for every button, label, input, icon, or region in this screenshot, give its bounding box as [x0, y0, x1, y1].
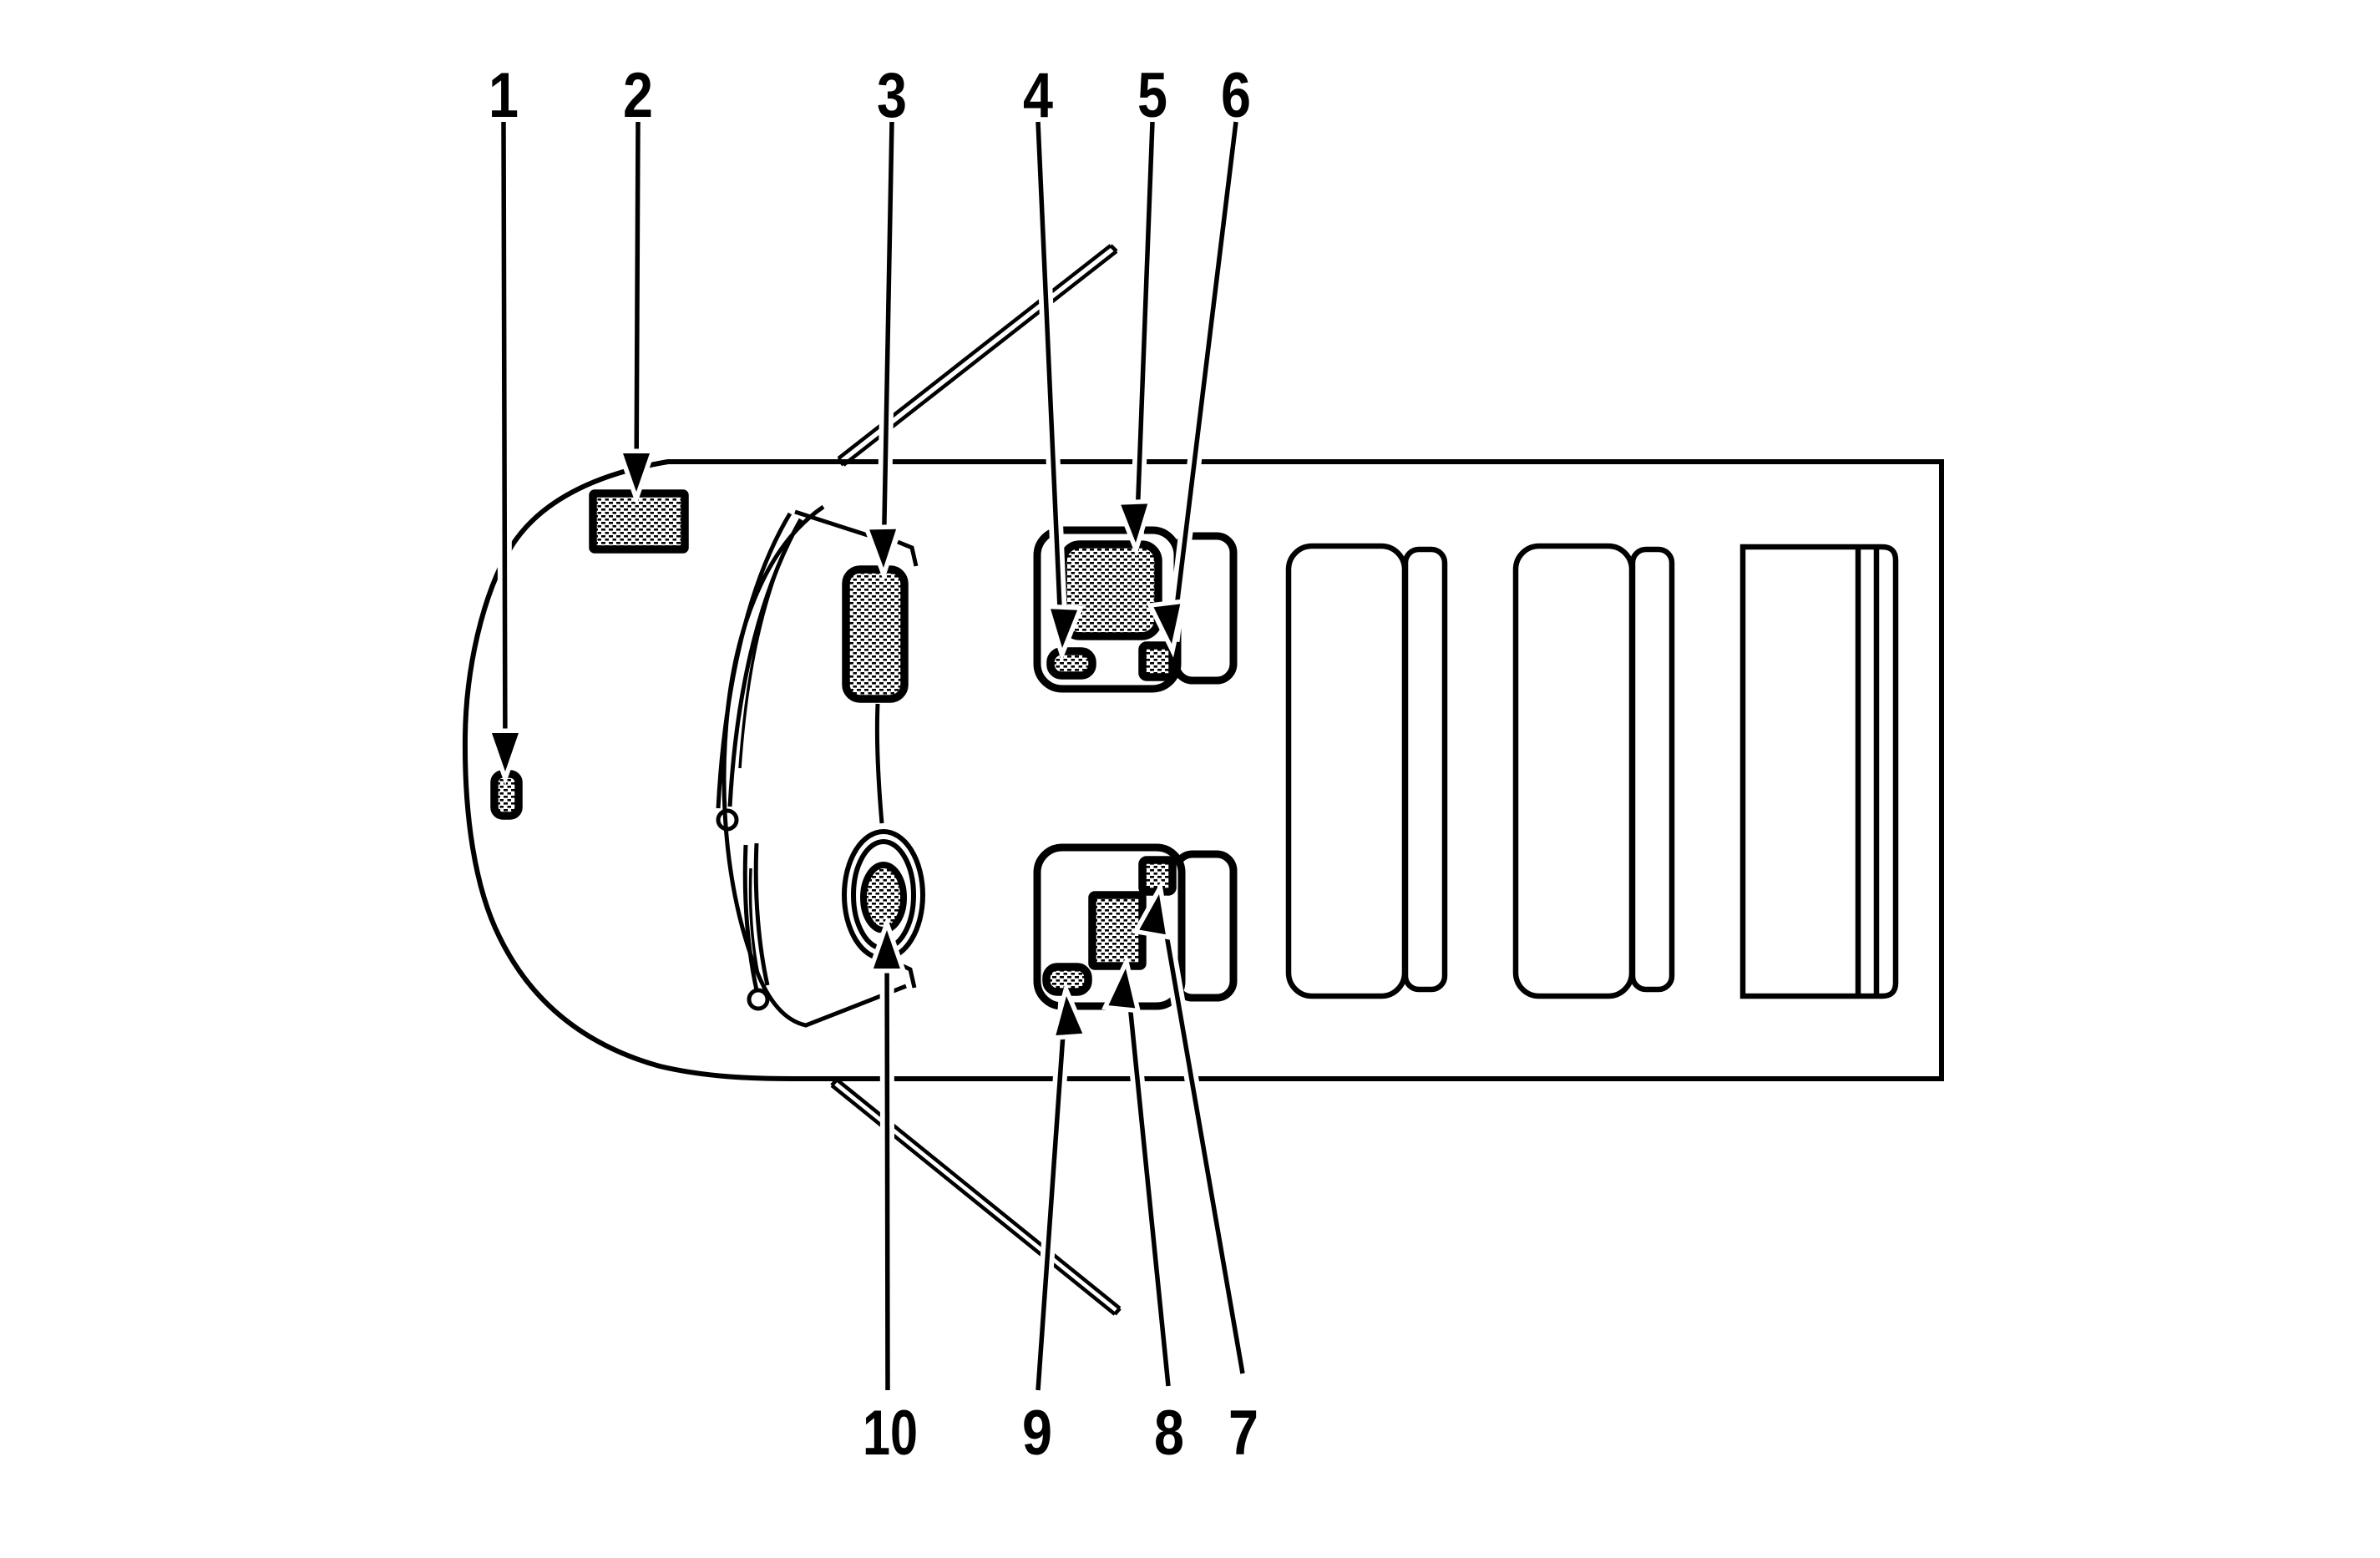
arrowhead-2: [616, 448, 656, 506]
component-4-marker: [1046, 647, 1096, 680]
third-row-bench: [1512, 543, 1675, 999]
component-7-marker: [1138, 856, 1177, 896]
arrowhead-10: [867, 916, 907, 974]
arrowhead-1: [485, 728, 525, 786]
callout-label-2: 2: [623, 60, 653, 131]
callout-labels-bottom: 10 9 8 7: [863, 1398, 1258, 1469]
leader-1: [501, 121, 508, 770]
leader-arrowheads: [485, 448, 1187, 1041]
arrowhead-5: [1114, 498, 1154, 557]
arrowhead-6: [1147, 598, 1187, 658]
windshield-curve: [722, 504, 907, 1028]
leader-2: [634, 121, 641, 490]
arrowhead-9: [1050, 982, 1090, 1041]
leader-10: [884, 932, 890, 1391]
leader-5: [1134, 121, 1155, 541]
wiper-blade-upper: [716, 512, 803, 832]
wiper-blade-lower: [742, 842, 770, 1011]
callout-labels-top: 1 2 3 4 5 6: [489, 60, 1251, 131]
leader-6: [1170, 121, 1238, 642]
callout-label-6: 6: [1221, 60, 1251, 131]
component-6-marker: [1138, 641, 1177, 681]
windshield-and-wipers: [716, 504, 919, 1028]
component-2-marker: [589, 489, 689, 554]
callout-label-10: 10: [863, 1398, 918, 1469]
arrowhead-3: [863, 524, 903, 582]
leader-lines: [501, 121, 1245, 1391]
component-3-marker: [842, 565, 909, 703]
callout-label-1: 1: [489, 60, 519, 131]
dash-corner-tick-upper: [897, 539, 919, 567]
steering-column-line: [874, 703, 884, 824]
callout-label-8: 8: [1154, 1398, 1184, 1469]
callout-label-5: 5: [1137, 60, 1167, 131]
arrowhead-8: [1101, 954, 1142, 1014]
component-10-marker: [860, 862, 907, 933]
leader-3: [881, 121, 894, 566]
callout-label-7: 7: [1228, 1398, 1258, 1469]
second-row-bench: [1285, 543, 1448, 999]
vehicle-body-outline: [462, 459, 1944, 1081]
leader-8: [1124, 970, 1171, 1387]
leader-7: [1157, 896, 1245, 1374]
cowl-line-upper: [794, 509, 871, 539]
arrowhead-7: [1132, 880, 1172, 940]
leader-9: [1036, 998, 1068, 1391]
leader-4: [1036, 121, 1064, 646]
rear-bench: [1739, 544, 1899, 999]
callout-label-9: 9: [1022, 1398, 1052, 1469]
callout-label-4: 4: [1023, 60, 1053, 131]
callout-label-3: 3: [877, 60, 907, 131]
arrowhead-4: [1044, 604, 1085, 662]
